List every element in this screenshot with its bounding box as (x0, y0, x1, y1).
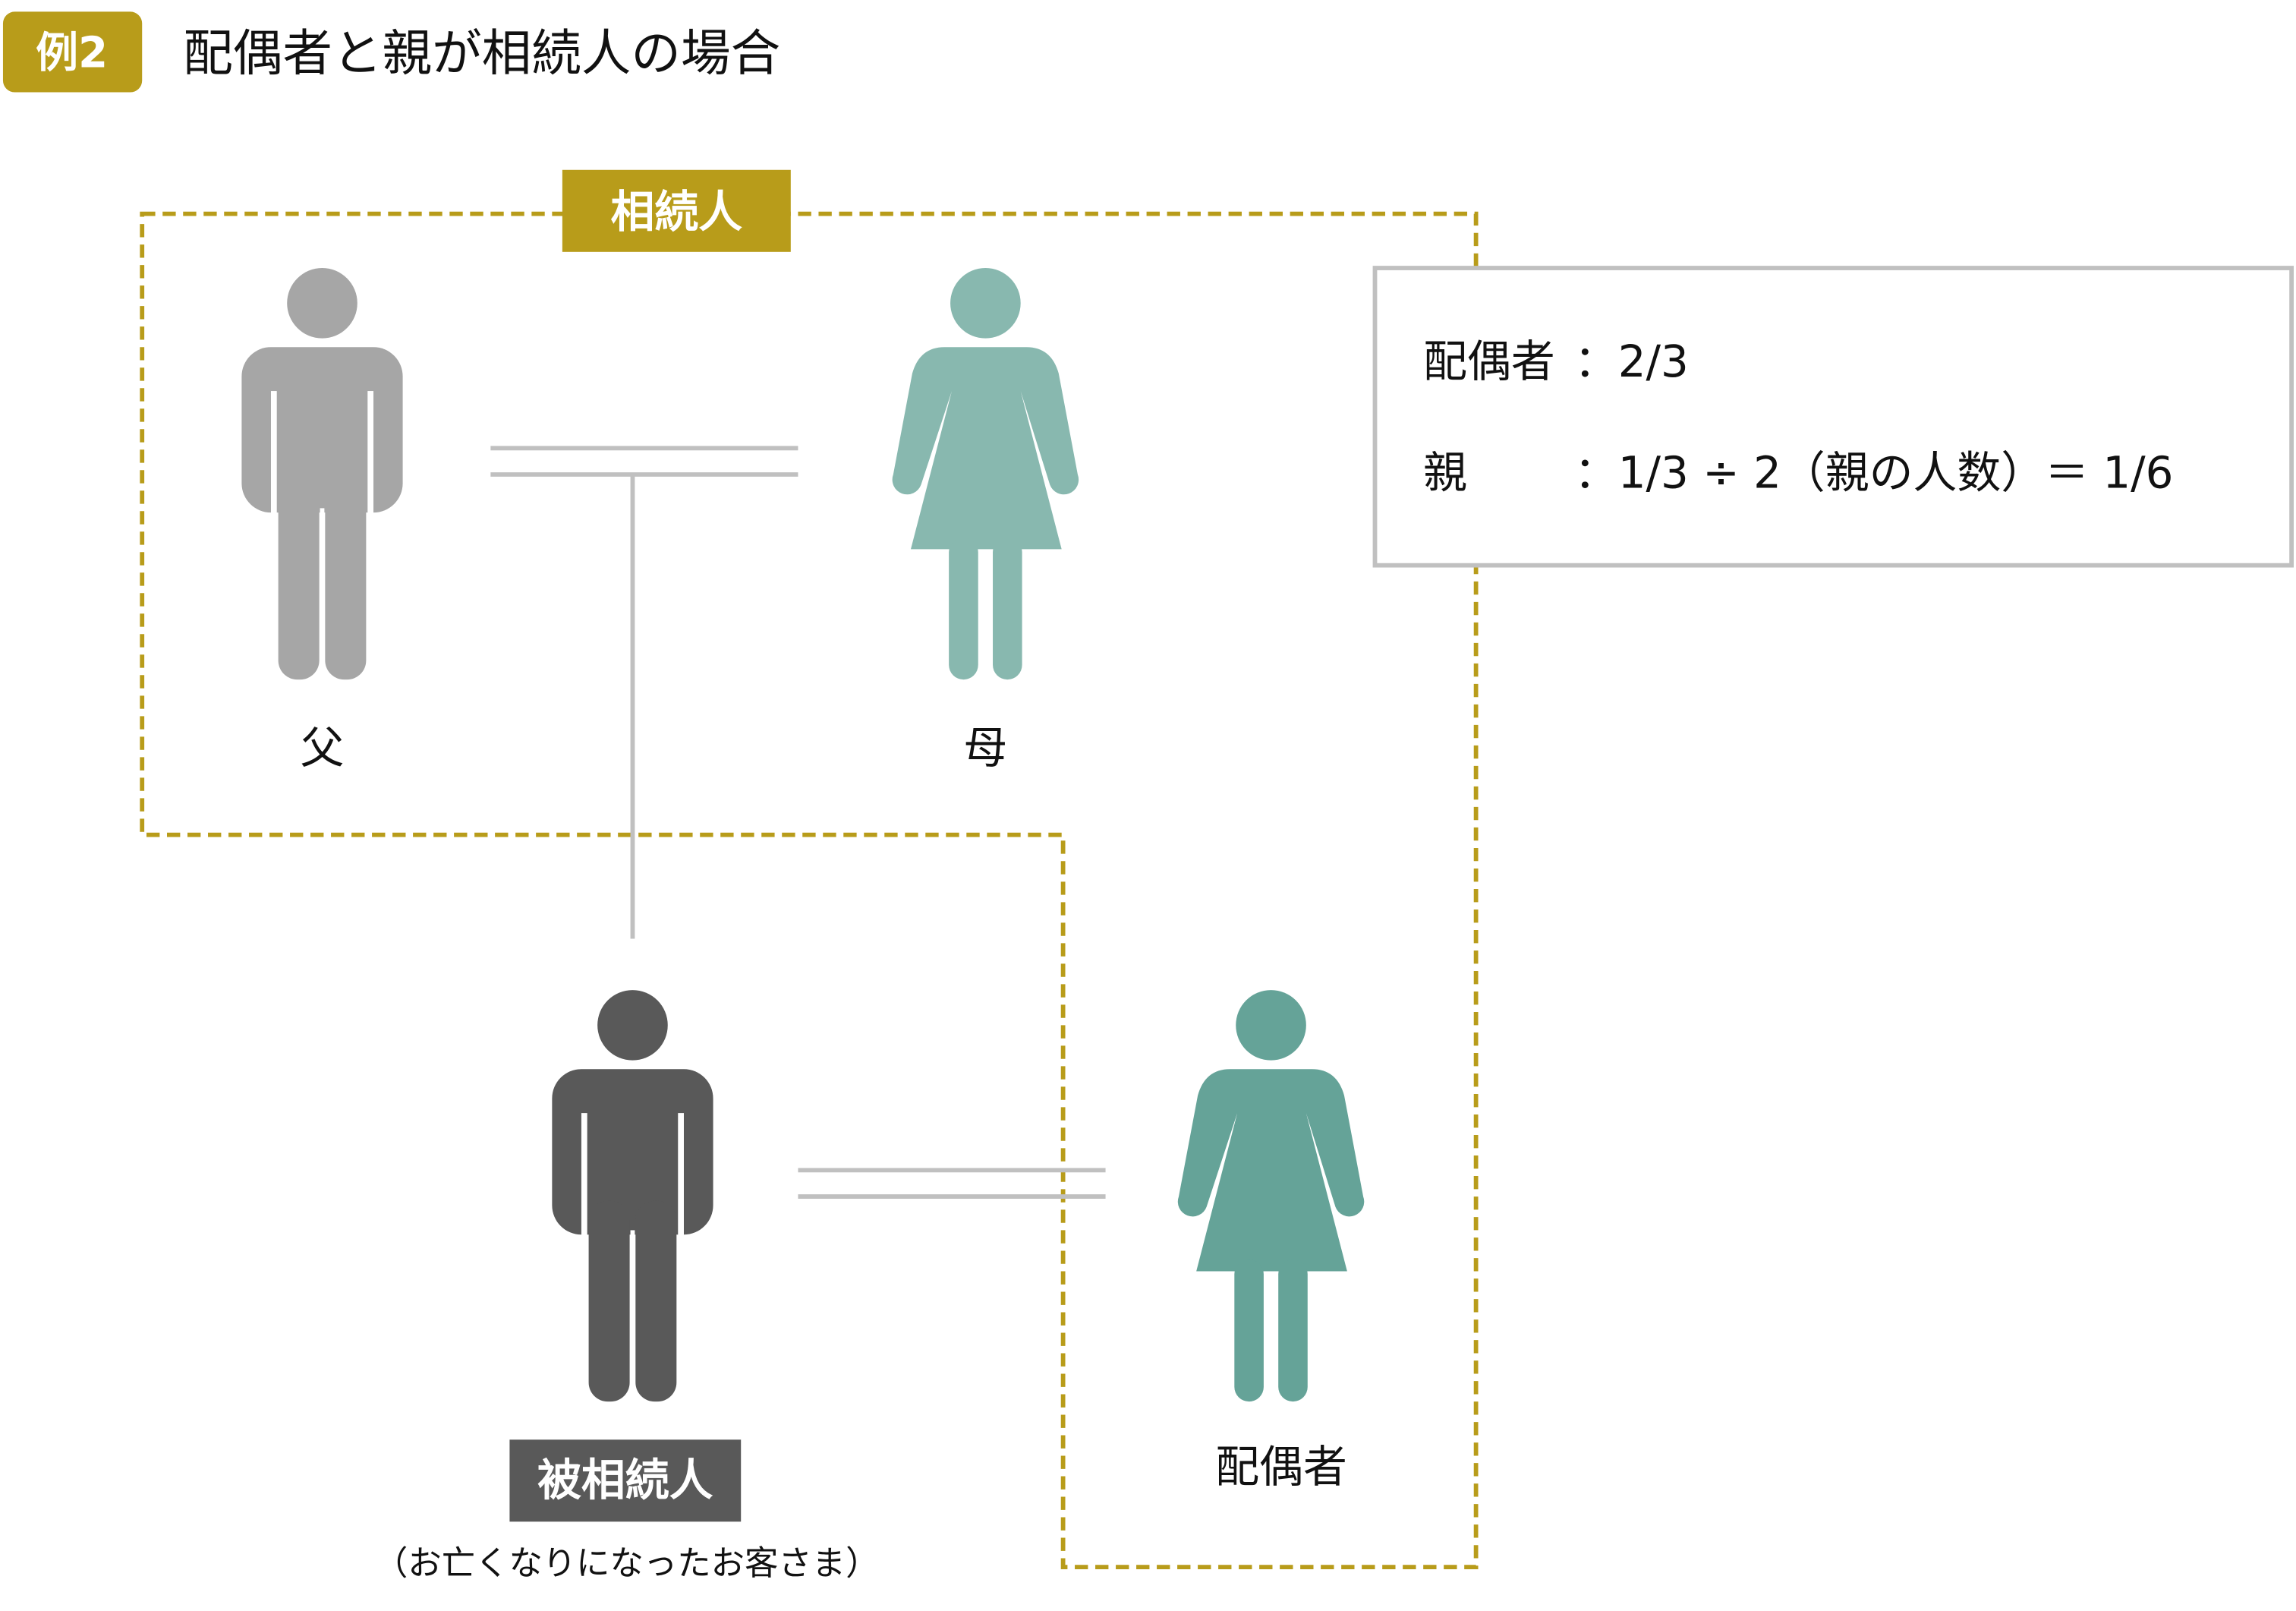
share-spouse-value: ：2/3 (1574, 336, 1689, 387)
deceased-sublabel: （お亡くなりになったお客さま） (374, 1544, 879, 1583)
spouse-label: 配偶者 (1215, 1441, 1347, 1493)
deceased-icon (552, 990, 713, 1402)
example-badge-text: 例2 (36, 29, 108, 78)
example-badge (2, 11, 143, 93)
mother-icon (892, 268, 1079, 680)
share-spouse-name: 配偶者 (1423, 336, 1555, 387)
relation-lines (490, 446, 1106, 1199)
heirs-label-box (562, 169, 791, 252)
shares-box (1372, 266, 2294, 568)
heirs-label: 相続人 (611, 186, 743, 238)
heirs-boundary (140, 211, 1479, 1570)
page-title: 配偶者と親が相続人の場合 (183, 25, 780, 83)
father-label: 父 (301, 722, 345, 774)
mother-label: 母 (963, 722, 1007, 774)
share-parent-name: 親 (1423, 446, 1467, 498)
father-icon (241, 268, 403, 680)
share-parent-value: ：1/3 ÷ 2（親の人数）＝ 1/6 (1574, 446, 2174, 498)
spouse-icon (1177, 990, 1365, 1402)
deceased-label: 被相続人 (537, 1455, 713, 1506)
deceased-label-box (509, 1439, 742, 1522)
